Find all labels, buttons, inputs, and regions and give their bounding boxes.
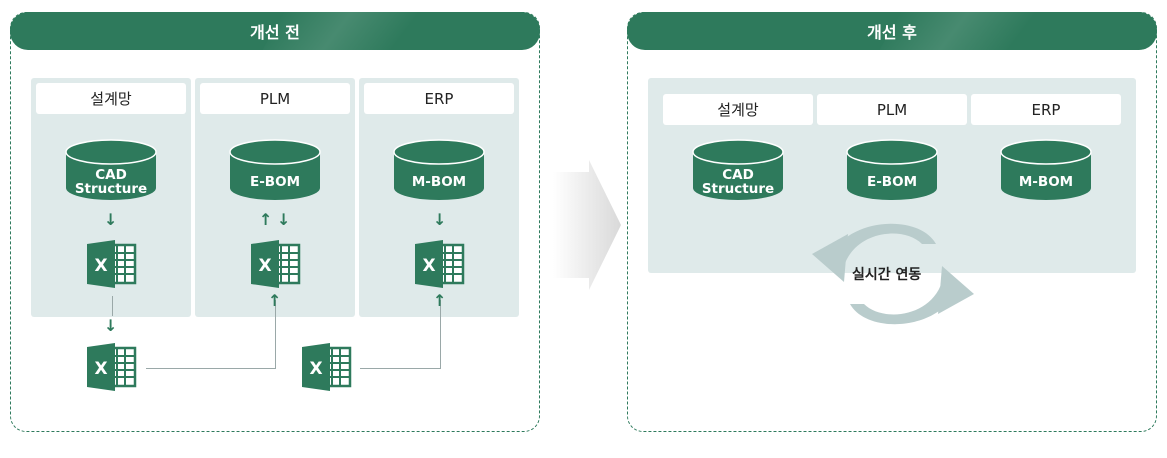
connector-line (146, 368, 275, 369)
up-arrow-icon: ↑ (433, 291, 447, 310)
database-icon: M-BOM (1000, 139, 1092, 201)
database-icon: CAD Structure (692, 139, 784, 201)
db-text-line: E-BOM (249, 174, 301, 190)
database-icon: E-BOM (846, 139, 938, 201)
before-label-plm: PLM (200, 83, 350, 114)
db-text-line: CAD (722, 167, 754, 183)
db-text-line: M-BOM (411, 174, 467, 190)
svg-text:X: X (94, 359, 107, 379)
svg-text:X: X (309, 359, 322, 379)
before-panel-header: 개선 전 (10, 12, 540, 50)
down-arrow-icon: ↓ (433, 210, 447, 229)
database-icon: E-BOM (229, 139, 321, 201)
svg-text:X: X (422, 256, 435, 276)
down-arrow-icon: ↓ (277, 210, 291, 229)
db-text-line: M-BOM (1018, 174, 1074, 190)
connector-line (275, 300, 276, 369)
db-text-line: E-BOM (866, 174, 918, 190)
after-panel-title: 개선 후 (867, 23, 917, 42)
db-text-line: Structure (74, 181, 148, 197)
before-panel-title: 개선 전 (250, 23, 300, 42)
connector-line (360, 368, 440, 369)
connector-line (112, 296, 113, 316)
after-panel-header: 개선 후 (627, 12, 1157, 50)
down-arrow-icon: ↓ (104, 316, 118, 335)
cycle-arrows-icon (808, 214, 978, 334)
excel-icon: X (87, 240, 137, 288)
svg-text:X: X (258, 256, 271, 276)
excel-icon: X (302, 343, 352, 391)
before-label-erp: ERP (364, 83, 514, 114)
db-text-line: CAD (95, 167, 127, 183)
excel-icon: X (251, 240, 301, 288)
sync-label: 실시간 연동 (852, 267, 922, 283)
svg-text:X: X (94, 256, 107, 276)
after-label-erp: ERP (971, 94, 1121, 125)
before-panel: 개선 전 (10, 12, 540, 432)
up-arrow-icon: ↑ (259, 210, 273, 229)
database-icon: M-BOM (393, 139, 485, 201)
after-panel: 개선 후 (627, 12, 1157, 432)
up-arrow-icon: ↑ (268, 291, 282, 310)
after-label-design: 설계망 (663, 94, 813, 125)
down-arrow-icon: ↓ (104, 210, 118, 229)
database-icon: CAD Structure (65, 139, 157, 201)
excel-icon: X (87, 343, 137, 391)
before-label-design: 설계망 (36, 83, 186, 114)
excel-icon: X (415, 240, 465, 288)
after-label-plm: PLM (817, 94, 967, 125)
big-arrow-icon (553, 160, 623, 290)
db-text-line: Structure (701, 181, 775, 197)
connector-line (440, 300, 441, 369)
